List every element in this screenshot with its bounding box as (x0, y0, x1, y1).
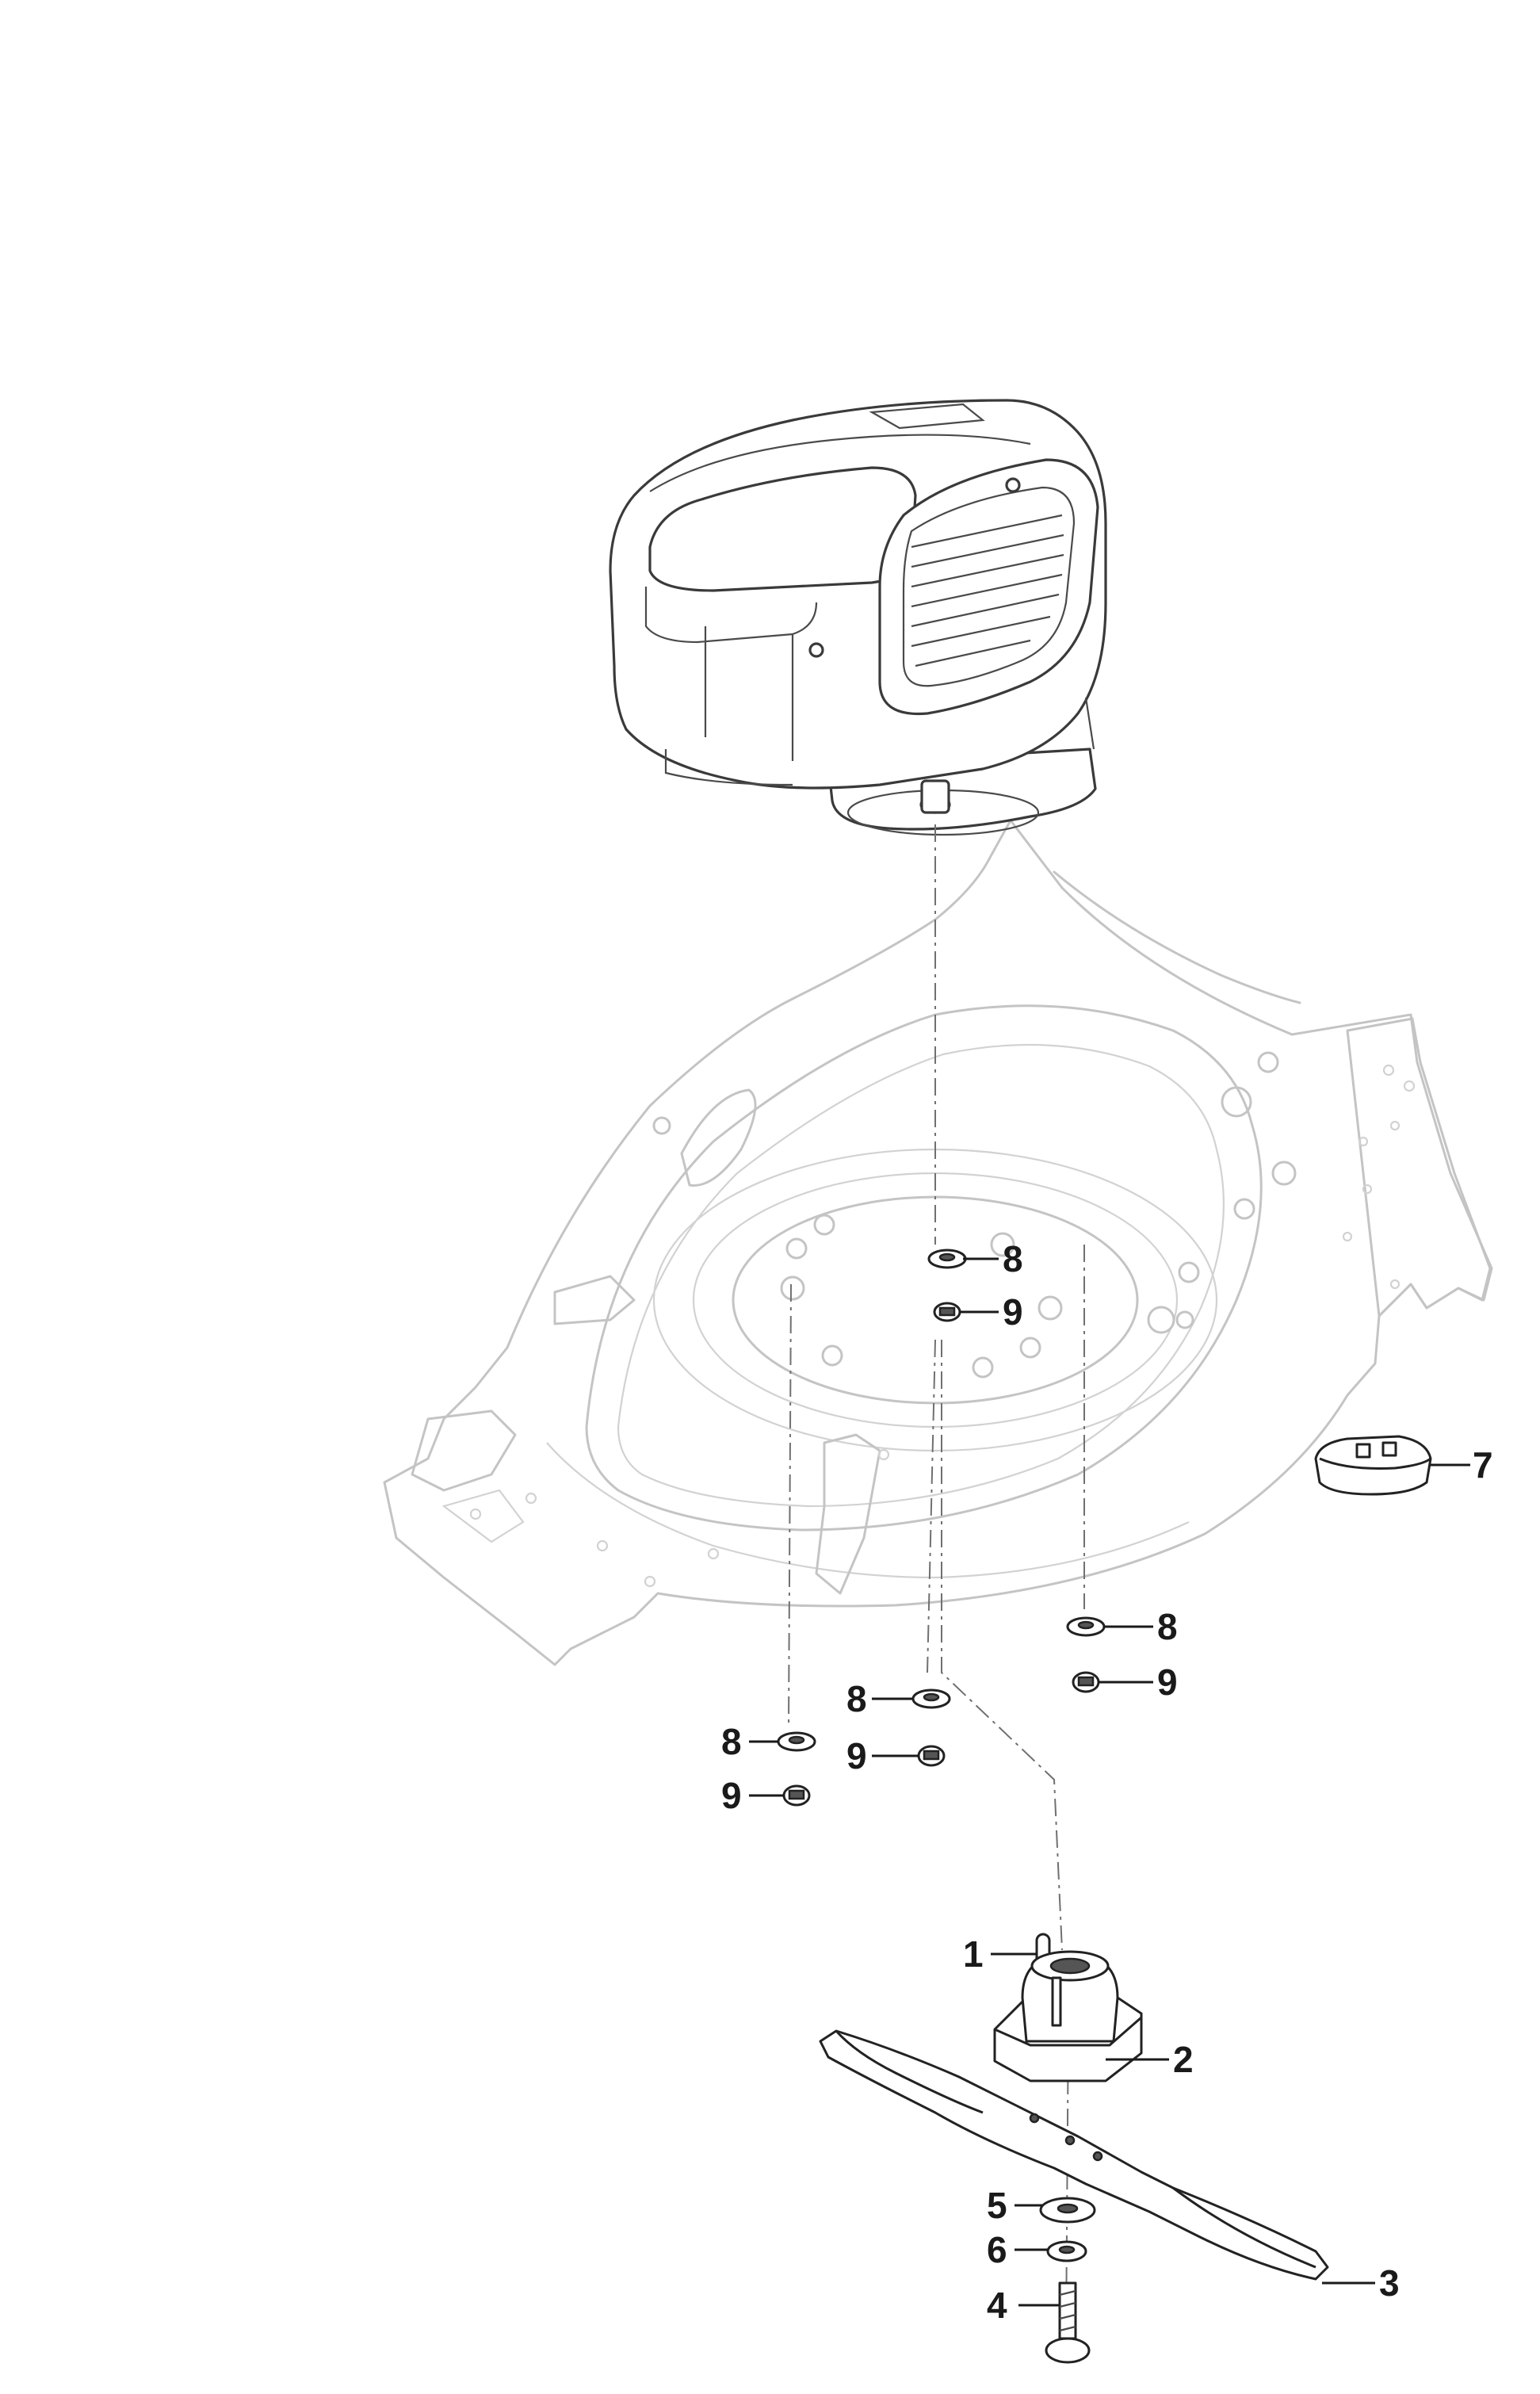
callout-2: 2 (1173, 2039, 1194, 2080)
callout-4: 4 (987, 2285, 1007, 2326)
bolt-part (1045, 2281, 1091, 2364)
engine (609, 399, 1107, 836)
callout-8: 8 (1157, 1606, 1178, 1647)
callout-9: 9 (721, 1775, 742, 1816)
callout-8: 8 (1003, 1238, 1023, 1279)
mower-deck (383, 819, 1493, 1666)
callout-1: 1 (963, 1933, 984, 1975)
callout-9: 9 (846, 1735, 867, 1776)
washer-part-6 (1046, 2240, 1087, 2262)
callout-9: 9 (1157, 1662, 1178, 1703)
blade-adapter-part (993, 1950, 1143, 2082)
callout-9: 9 (1003, 1291, 1023, 1333)
callout-3: 3 (1379, 2262, 1400, 2304)
callout-5: 5 (987, 2185, 1007, 2226)
callout-7: 7 (1473, 1444, 1493, 1486)
washer-part-5 (1039, 2197, 1096, 2224)
clip-part (1314, 1435, 1432, 1496)
callout-6: 6 (987, 2229, 1007, 2270)
blade-part (819, 2029, 1329, 2281)
callout-8: 8 (721, 1721, 742, 1762)
leader-lines (749, 1257, 1470, 2307)
washers-and-nuts (777, 1249, 1106, 1807)
callouts: 8 9 7 8 9 8 9 8 9 1 2 3 5 6 4 (721, 1238, 1493, 2326)
callout-8: 8 (846, 1678, 867, 1719)
engine-grille (911, 514, 1064, 667)
